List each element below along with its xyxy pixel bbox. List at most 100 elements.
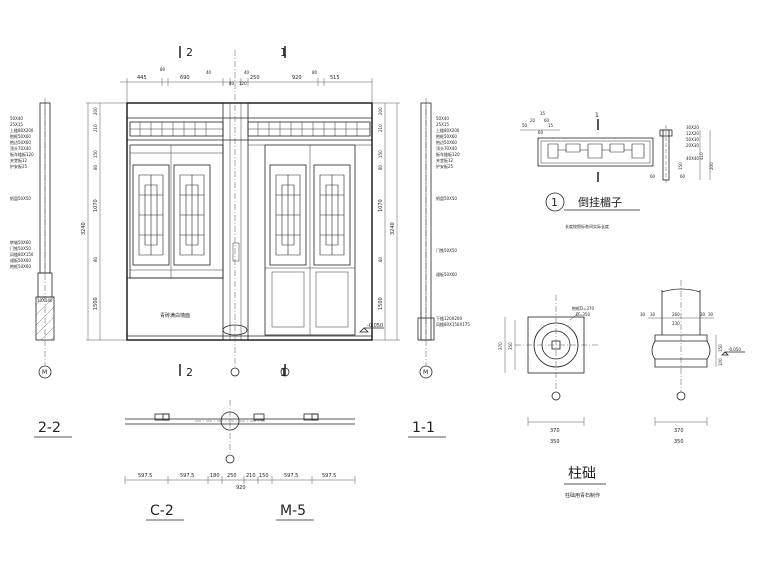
detail-section-mark: 1 <box>595 112 599 119</box>
svg-text:25X15: 25X15 <box>436 122 449 127</box>
svg-text:1: 1 <box>551 196 558 209</box>
svg-text:夹堂板12: 夹堂板12 <box>10 157 28 163</box>
svg-text:120: 120 <box>239 81 247 86</box>
svg-text:帆盘50X50: 帆盘50X50 <box>10 195 31 201</box>
svg-text:80: 80 <box>160 67 166 72</box>
svg-text:12X20: 12X20 <box>686 131 699 136</box>
svg-text:门铁50X50: 门铁50X50 <box>10 245 31 251</box>
center-column <box>222 102 249 341</box>
svg-text:150: 150 <box>93 150 98 158</box>
svg-text:210: 210 <box>378 124 383 132</box>
svg-text:帆盘50X50: 帆盘50X50 <box>436 195 457 201</box>
svg-text:裙板50X60: 裙板50X60 <box>10 257 31 263</box>
section-title-1-1: 1-1 <box>412 420 435 436</box>
svg-text:597.5: 597.5 <box>138 473 152 479</box>
axis-bubble-m-right <box>419 365 433 379</box>
svg-text:210: 210 <box>246 473 256 479</box>
svg-text:板车槛板120: 板车槛板120 <box>10 151 34 157</box>
section-1-1-labels: 50X40 25X15 上槛80X200 抱框50X60 抱边50X60 顶头7… <box>436 116 470 327</box>
svg-text:60: 60 <box>538 130 544 135</box>
svg-text:风槛80X150X175: 风槛80X150X175 <box>436 321 470 327</box>
svg-text:200: 200 <box>93 107 98 115</box>
svg-text:597.5: 597.5 <box>284 473 298 479</box>
svg-text:3240: 3240 <box>390 222 396 235</box>
column-base-elevation: 30 30 260 30 30 230 150 100 -0.050 370 3… <box>640 280 745 445</box>
svg-text:抱边50X60: 抱边50X60 <box>10 139 31 145</box>
svg-text:40: 40 <box>244 70 250 75</box>
svg-text:80: 80 <box>378 164 383 170</box>
section-2-2: M 50X40 25X15 上槛80X200 抱框50X60 抱边50X60 顶… <box>10 98 72 438</box>
svg-text:15: 15 <box>540 111 546 116</box>
wall-note: 青砖满白墙面 <box>160 312 190 319</box>
svg-text:20X30: 20X30 <box>686 143 699 148</box>
svg-text:250: 250 <box>227 473 237 479</box>
transom-left <box>129 121 224 137</box>
svg-text:410: 410 <box>699 152 704 160</box>
section-mark-top-2: 2 <box>186 46 193 59</box>
svg-text:3240: 3240 <box>81 222 87 235</box>
svg-text:230: 230 <box>672 321 680 326</box>
svg-text:150: 150 <box>678 162 683 170</box>
transom-right <box>247 121 371 137</box>
svg-text:445: 445 <box>137 75 147 81</box>
svg-text:顶头70X40: 顶头70X40 <box>10 145 31 151</box>
top-dimension-chain: 445 80 690 40 40 250 120 40 920 80 515 <box>120 67 373 102</box>
section-mark-bottom-1: 1 <box>280 366 287 379</box>
svg-text:690: 690 <box>180 75 190 81</box>
svg-text:上槛80X200: 上槛80X200 <box>10 127 34 133</box>
right-dimension-chain: 200 210 150 80 1070 80 1500 3240 <box>372 102 400 341</box>
svg-text:25X15: 25X15 <box>10 122 23 127</box>
svg-text:920: 920 <box>292 75 302 81</box>
svg-text:转轴50X60: 转轴50X60 <box>10 239 31 245</box>
detail-hanging-fascia: 50 20 15 60 15 60 1 30X20 12X20 50X30 20… <box>520 111 714 229</box>
svg-text:护安板25: 护安板25 <box>10 163 28 169</box>
svg-text:80: 80 <box>378 256 383 262</box>
svg-text:60: 60 <box>650 174 656 179</box>
svg-text:抱边50X60: 抱边50X60 <box>436 139 457 145</box>
detail-title: 倒挂楣子 <box>578 195 622 209</box>
section-mark-bottom-2: 2 <box>186 366 193 379</box>
svg-text:60: 60 <box>544 118 550 123</box>
svg-text:1070: 1070 <box>378 199 384 212</box>
detail-number-bubble <box>545 192 565 212</box>
detail-note: 长度按照标各间实际长度 <box>565 223 609 229</box>
svg-text:10X140: 10X140 <box>37 298 53 303</box>
svg-text:200: 200 <box>709 162 714 170</box>
svg-text:20: 20 <box>530 118 536 123</box>
svg-text:597.5: 597.5 <box>322 473 336 479</box>
svg-text:护安板25: 护安板25 <box>436 163 454 169</box>
svg-text:夹堂板12: 夹堂板12 <box>436 157 454 163</box>
svg-text:350: 350 <box>508 342 513 350</box>
svg-text:40: 40 <box>206 70 212 75</box>
svg-text:370: 370 <box>498 342 503 350</box>
svg-text:30: 30 <box>700 312 706 317</box>
base-level-note: -0.050 <box>728 347 741 352</box>
svg-text:260: 260 <box>672 312 680 317</box>
door-elevation: 青砖满白墙面 <box>81 46 400 379</box>
svg-text:80: 80 <box>93 256 98 262</box>
svg-text:1070: 1070 <box>93 199 99 212</box>
svg-text:370: 370 <box>674 428 684 434</box>
section-title-2-2: 2-2 <box>38 420 61 436</box>
svg-text:50X40: 50X40 <box>436 116 449 121</box>
svg-text:40: 40 <box>229 81 235 86</box>
svg-text:D=350: D=350 <box>576 312 591 317</box>
plan-title-m5: M-5 <box>280 503 306 519</box>
svg-text:920: 920 <box>236 485 246 491</box>
svg-text:顶头70X40: 顶头70X40 <box>436 145 457 151</box>
door-m5 <box>248 144 372 336</box>
section-2-2-labels: 50X40 25X15 上槛80X200 抱框50X60 抱边50X60 顶头7… <box>10 116 53 303</box>
svg-text:30: 30 <box>708 312 714 317</box>
svg-text:1500: 1500 <box>378 297 384 310</box>
svg-text:上槛80X200: 上槛80X200 <box>436 127 460 133</box>
svg-text:抱框50X60: 抱框50X60 <box>10 133 31 139</box>
svg-text:门铁50X50: 门铁50X50 <box>436 247 457 253</box>
svg-text:50: 50 <box>522 123 528 128</box>
plan-strip: 597.5 597.5 180 250 210 150 597.5 597.5 … <box>124 400 356 521</box>
svg-text:下槛120X200: 下槛120X200 <box>436 315 462 321</box>
svg-text:150: 150 <box>718 344 723 352</box>
svg-text:150: 150 <box>378 150 383 158</box>
svg-text:350: 350 <box>550 439 560 445</box>
svg-text:M: M <box>423 369 428 376</box>
svg-text:597.5: 597.5 <box>180 473 194 479</box>
